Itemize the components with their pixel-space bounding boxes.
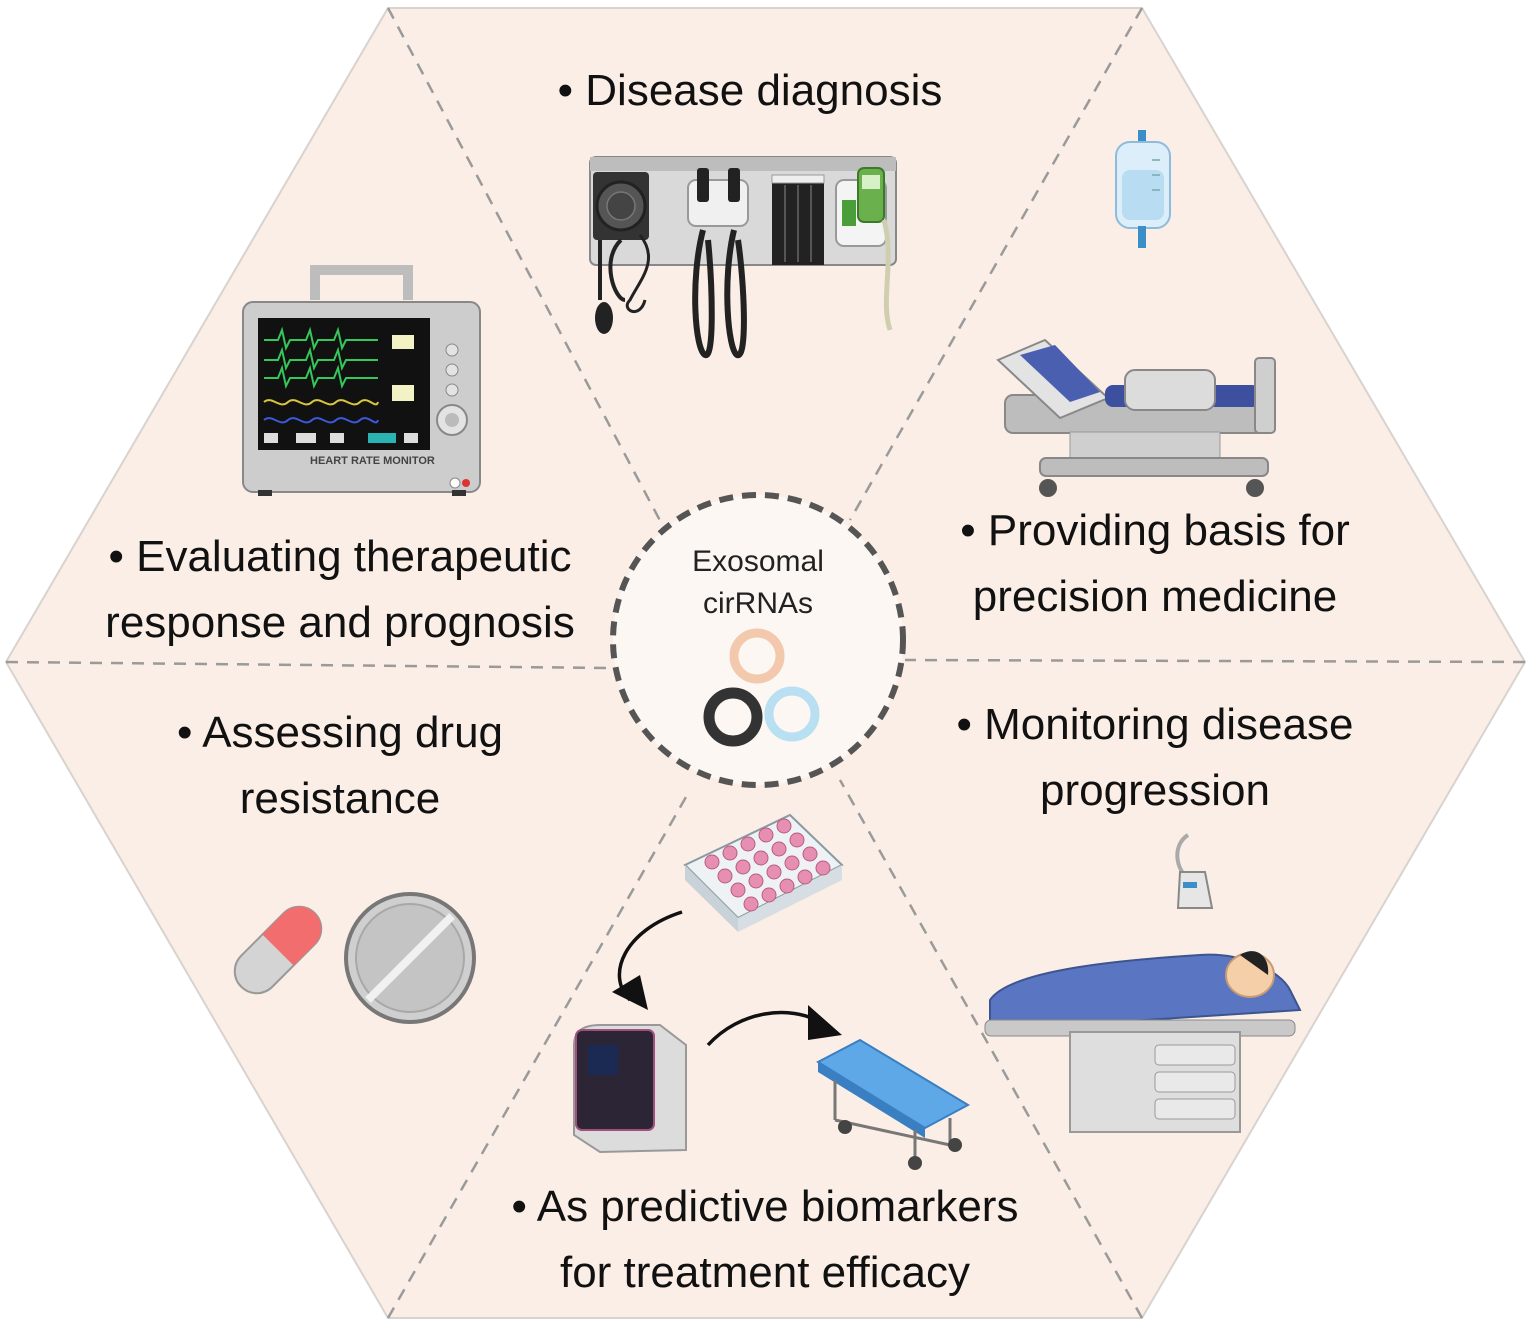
bullet: • [557, 66, 574, 115]
ultrasound-probe-icon [1175, 833, 1214, 909]
label-precision-medicine-line1: Providing basis for [987, 506, 1350, 555]
divider-bottom-left [386, 789, 692, 1319]
label-precision-medicine: • Providing basis for precision medicine [935, 498, 1375, 630]
ring-blue-icon [764, 686, 820, 742]
bullet: • [108, 532, 124, 581]
diagnostic-wall-station-icon [589, 156, 897, 359]
iv-bag-icon [1115, 130, 1171, 248]
heart-rate-monitor-icon [242, 265, 481, 496]
flow-arrow-1 [612, 910, 683, 1010]
center-label-line1: Exosomal [692, 545, 824, 578]
hospital-bed-icon [996, 338, 1276, 497]
center-circle [610, 492, 906, 788]
label-disease-diagnosis: • Disease diagnosis [530, 58, 970, 124]
divider-bottom-right [838, 779, 1144, 1319]
label-monitoring-progression-line1: Monitoring disease [984, 700, 1354, 749]
label-disease-diagnosis-line1: Disease diagnosis [585, 66, 943, 115]
label-monitoring-progression-line2: progression [1040, 766, 1270, 815]
capsule-pill-icon [233, 905, 323, 995]
bullet: • [511, 1182, 527, 1231]
label-precision-medicine-line2: precision medicine [972, 572, 1338, 621]
label-predictive-biomarkers: • As predictive biomarkers for treatment… [480, 1174, 1050, 1306]
divider-top-right [848, 7, 1144, 521]
center-label-line2: cirRNAs [703, 587, 813, 620]
label-drug-resistance: • Assessing drug resistance [150, 700, 530, 832]
label-therapeutic-response-line2: response and prognosis [105, 598, 575, 647]
divider-top-left [386, 7, 667, 531]
divider-left [5, 660, 611, 670]
tablet-pill-icon [344, 892, 476, 1024]
label-therapeutic-response: • Evaluating therapeutic response and pr… [80, 524, 600, 656]
center-hub [610, 492, 906, 788]
pcr-machine-icon [573, 1024, 687, 1154]
label-monitoring-progression: • Monitoring disease progression [930, 692, 1380, 824]
bullet: • [176, 708, 193, 757]
stretcher-icon [815, 1038, 971, 1170]
well-plate-icon [683, 813, 844, 932]
ring-orange-icon [729, 628, 785, 684]
monitor-brand-label: HEART RATE MONITOR [310, 455, 435, 467]
ring-black-icon [703, 687, 763, 747]
label-drug-resistance-line2: resistance [239, 774, 441, 823]
bullet: • [956, 700, 972, 749]
segment-dividers [5, 7, 1526, 1319]
label-predictive-biomarkers-line1: As predictive biomarkers [536, 1182, 1019, 1231]
label-therapeutic-response-line1: Evaluating therapeutic [136, 532, 572, 581]
center-label: Exosomal cirRNAs [658, 541, 858, 625]
flow-arrow-2 [706, 1005, 842, 1047]
patient-exam-table-icon [984, 951, 1302, 1133]
bullet: • [960, 506, 976, 555]
label-predictive-biomarkers-line2: for treatment efficacy [559, 1248, 971, 1297]
label-drug-resistance-line1: Assessing drug [202, 708, 504, 757]
